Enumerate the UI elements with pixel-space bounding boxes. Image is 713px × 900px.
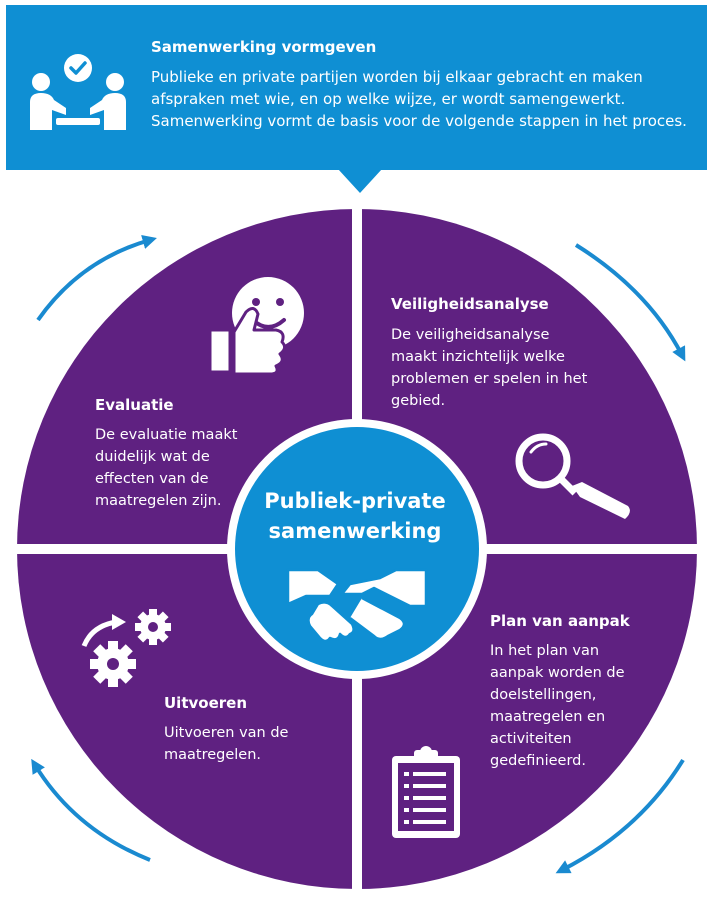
quadrant-veiligheidsanalyse-text: De veiligheidsanalyse maakt inzichtelijk… [391,327,588,409]
gears-icon [81,609,171,687]
handshake-icon [286,568,428,643]
center-disc [235,427,479,671]
quadrant-evaluatie-title: Evaluatie [95,396,174,414]
quadrant-uitvoeren-text: Uitvoeren van de maatregelen. [164,725,289,763]
banner-pointer [338,169,382,193]
quadrant-plan-van-aanpak-title: Plan van aanpak [490,612,630,630]
banner-title: Samenwerking vormgeven [151,38,377,56]
quadrant-plan-van-aanpak-text: In het plan van aanpak worden de doelste… [490,643,625,769]
cycle-arrow-bottom-left [31,758,151,862]
center-title: Publiek-private samenwerking [264,489,446,543]
quadrant-veiligheidsanalyse-title: Veiligheidsanalyse [391,295,549,313]
quadrant-evaluatie-text: De evaluatie maakt duidelijk wat de effe… [95,427,238,509]
cycle-arrow-top-right [574,243,686,362]
quadrant-uitvoeren-title: Uitvoeren [164,694,247,712]
magnifying-glass-icon [515,433,630,519]
cycle-arrow-top-left [36,235,157,322]
intro-banner [6,5,707,170]
banner-description: Publieke en private partijen worden bij … [151,68,687,130]
meeting-people-check-icon [30,54,126,130]
clipboard-checklist-icon [392,746,460,838]
thumbs-up-smiley-icon [208,277,304,376]
cycle-arrow-bottom-right [555,758,685,874]
